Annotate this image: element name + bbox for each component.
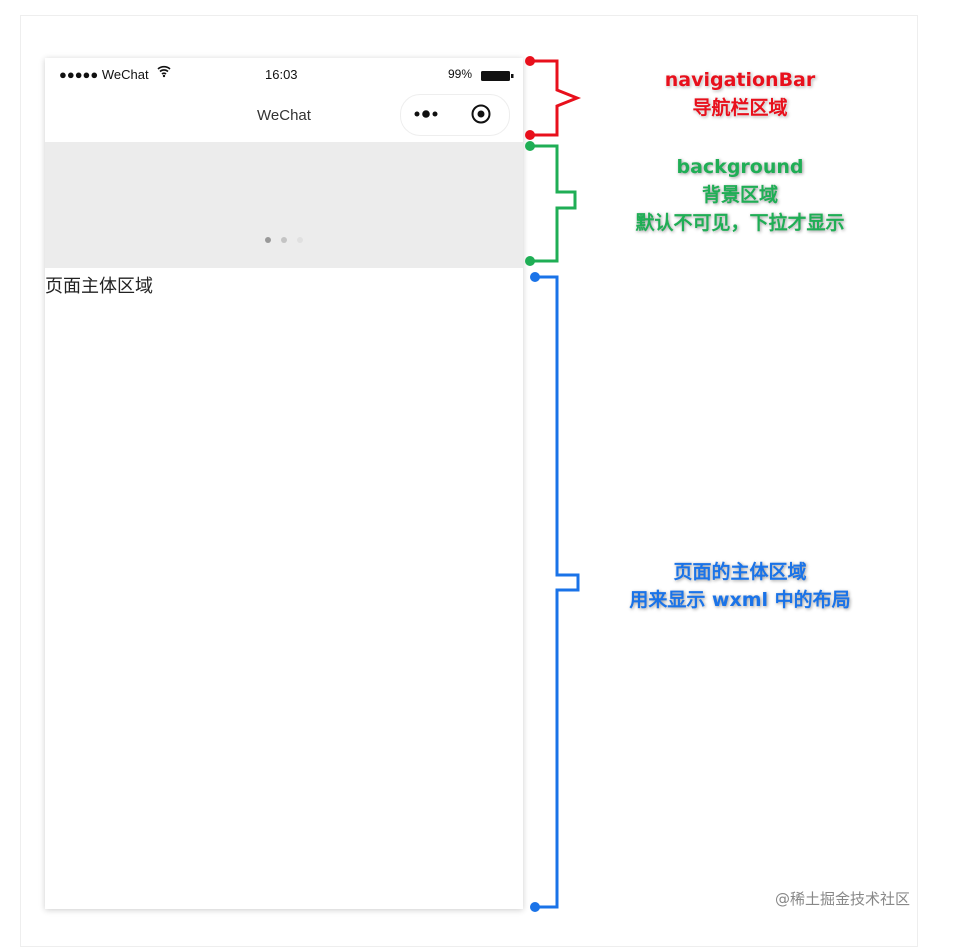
more-dots-icon[interactable] <box>413 107 443 126</box>
phone-simulator: ●●●●● WeChat 16:03 99% WeChat 页面主体区域 <box>45 58 523 909</box>
navigation-bar: WeChat <box>45 92 523 142</box>
watermark: @稀土掘金技术社区 <box>775 890 911 908</box>
wifi-icon <box>157 64 171 81</box>
body-annotation: 页面的主体区域 用来显示 wxml 中的布局 <box>580 558 900 614</box>
target-circle-icon[interactable] <box>470 103 492 130</box>
loading-dot <box>265 237 271 243</box>
battery-percent: 99% <box>448 67 473 81</box>
carrier-signal: ●●●●● WeChat <box>59 67 149 82</box>
annotation-line: 页面的主体区域 <box>673 561 807 583</box>
status-bar: ●●●●● WeChat 16:03 99% <box>45 58 523 92</box>
annotation-line: background <box>676 156 804 178</box>
annotation-line: 导航栏区域 <box>692 97 788 119</box>
background-bracket <box>530 144 577 263</box>
annotation-line: 背景区域 <box>701 184 778 206</box>
background-annotation: background 背景区域 默认不可见，下拉才显示 <box>580 153 900 237</box>
annotation-line: navigationBar <box>664 69 816 91</box>
battery-icon <box>481 69 515 84</box>
clock: 16:03 <box>265 67 298 82</box>
menu-capsule <box>400 94 510 136</box>
loading-dot <box>297 237 303 243</box>
nav-title: WeChat <box>257 107 311 124</box>
navigation-bracket <box>530 59 582 137</box>
annotation-line: 用来显示 wxml 中的布局 <box>629 589 851 611</box>
annotation-line: 默认不可见，下拉才显示 <box>635 212 845 234</box>
page-body-text: 页面主体区域 <box>45 276 153 297</box>
loading-dot <box>281 237 287 243</box>
background-area <box>45 142 523 268</box>
body-bracket <box>535 275 580 909</box>
navigation-annotation: navigationBar 导航栏区域 <box>580 66 900 122</box>
